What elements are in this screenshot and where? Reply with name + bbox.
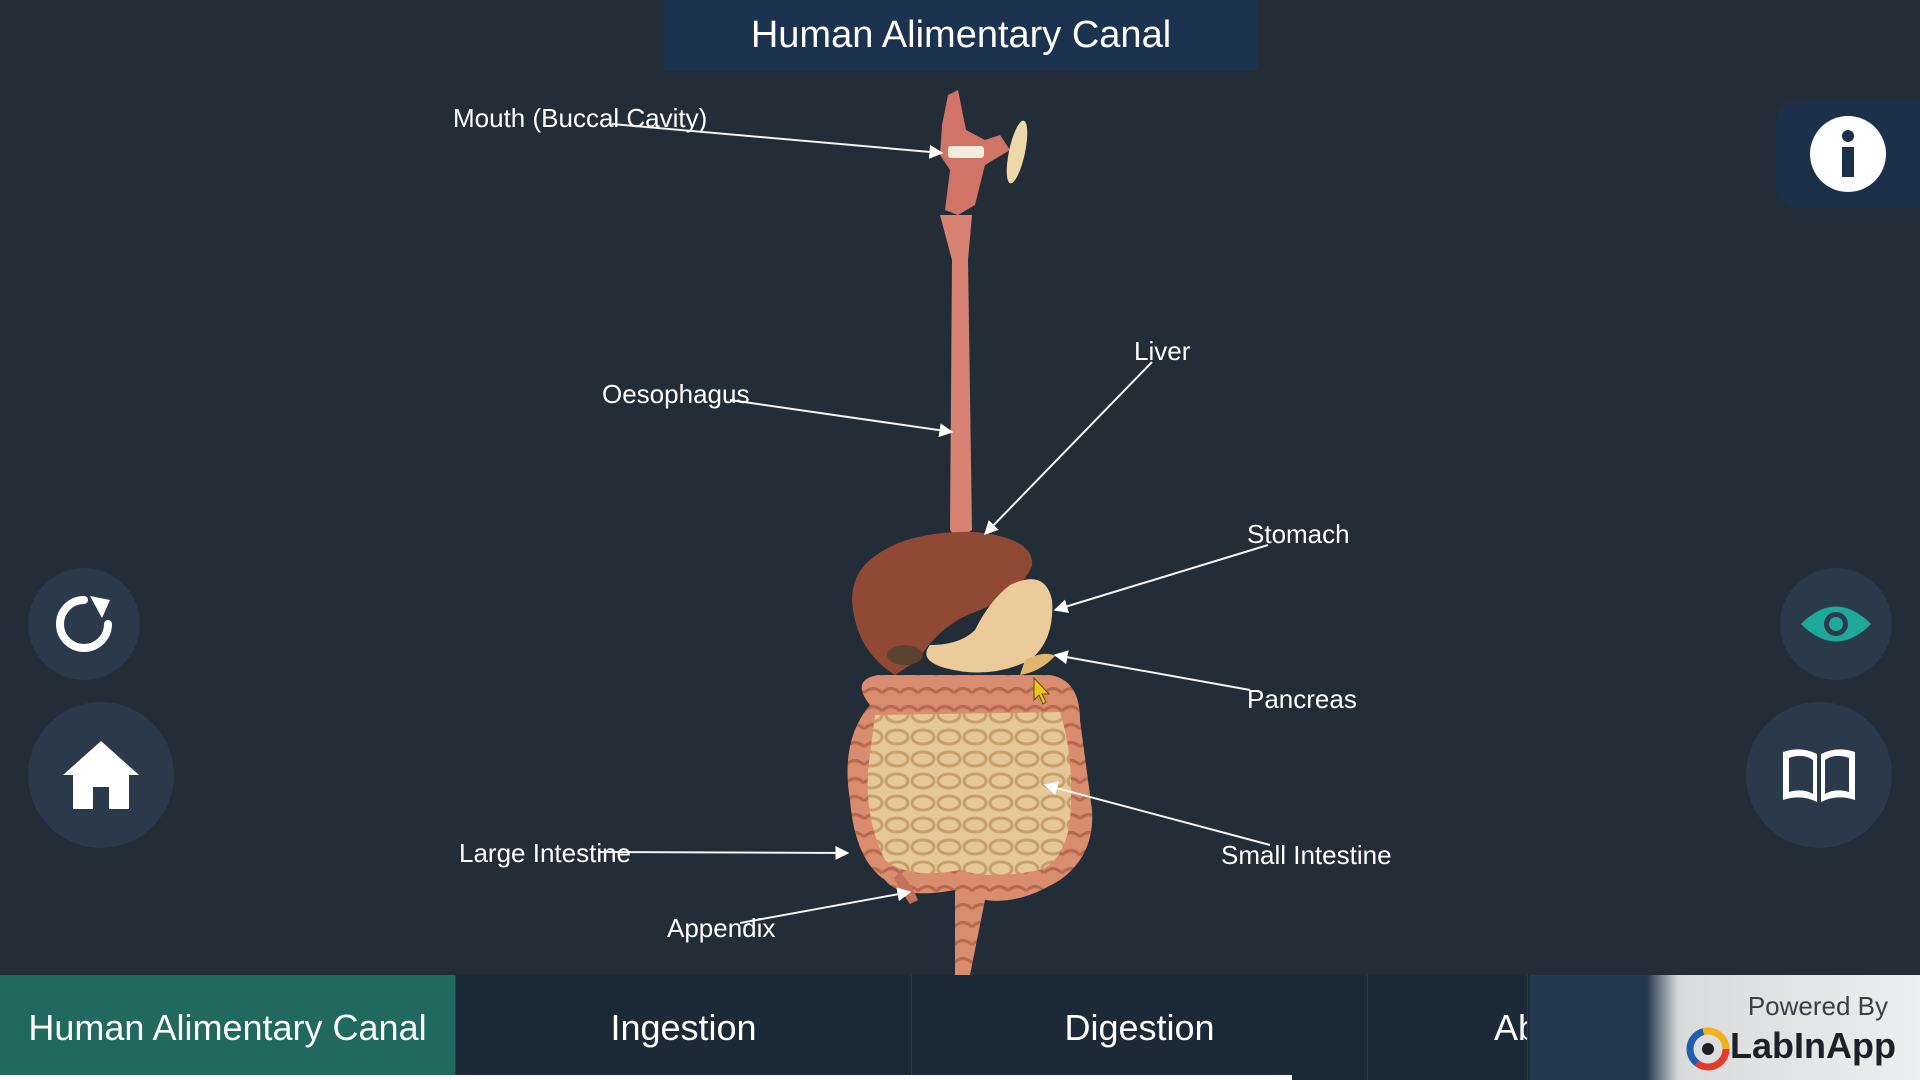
- pointer-oesophagus: [729, 399, 954, 438]
- label-mouth: Mouth (Buccal Cavity): [453, 103, 707, 133]
- label-oesophagus: Oesophagus: [602, 379, 749, 409]
- tab-absorption[interactable]: Ab: [1368, 975, 1528, 1080]
- pointer-small-intestine: [1043, 781, 1271, 846]
- home-button[interactable]: [28, 702, 174, 848]
- pointer-liver: [984, 361, 1153, 536]
- powered-by-text: Powered By: [1747, 991, 1888, 1021]
- visibility-toggle-button[interactable]: [1780, 568, 1892, 680]
- info-button[interactable]: [1776, 100, 1920, 208]
- small-intestine-organ: [867, 712, 1072, 875]
- salivary-gland: [1006, 120, 1028, 184]
- label-small-intestine: Small Intestine: [1221, 840, 1392, 870]
- label-stomach: Stomach: [1247, 519, 1350, 549]
- pointer-appendix: [739, 887, 912, 924]
- theory-book-button[interactable]: [1746, 702, 1892, 848]
- branding-badge: Powered By LabInApp: [1530, 975, 1920, 1080]
- mouse-cursor: [1033, 676, 1051, 705]
- label-large-intestine: Large Intestine: [459, 838, 631, 868]
- pointer-mouth: [611, 123, 944, 159]
- tab-ingestion[interactable]: Ingestion: [456, 975, 912, 1080]
- tab-scrollbar[interactable]: [0, 1075, 1292, 1080]
- pointer-stomach: [1053, 544, 1269, 614]
- liver-organ: [852, 531, 1033, 675]
- section-tabs: Human Alimentary Canal Ingestion Digesti…: [0, 975, 1530, 1080]
- tab-human-alimentary-canal[interactable]: Human Alimentary Canal: [0, 975, 456, 1080]
- pointer-pancreas: [1053, 650, 1251, 691]
- pointer-lines: [599, 123, 1271, 924]
- refresh-icon: [56, 596, 112, 652]
- organ-illustration: [847, 90, 1093, 975]
- labinapp-logo-icon: [1686, 1027, 1730, 1071]
- oesophagus-organ: [940, 215, 972, 540]
- brand-name-text: LabInApp: [1730, 1025, 1896, 1066]
- stomach-organ: [926, 579, 1053, 673]
- label-liver: Liver: [1134, 336, 1191, 366]
- book-icon: [1783, 749, 1855, 802]
- reset-button[interactable]: [28, 568, 140, 680]
- label-pancreas: Pancreas: [1247, 684, 1357, 714]
- home-icon: [63, 741, 139, 809]
- pancreas-organ: [1020, 653, 1055, 675]
- label-appendix: Appendix: [667, 913, 775, 943]
- eye-icon: [1801, 606, 1871, 642]
- pointer-large-intestine: [599, 845, 850, 860]
- info-icon: [1810, 116, 1886, 192]
- tab-digestion[interactable]: Digestion: [912, 975, 1368, 1080]
- page-title: Human Alimentary Canal: [664, 0, 1258, 70]
